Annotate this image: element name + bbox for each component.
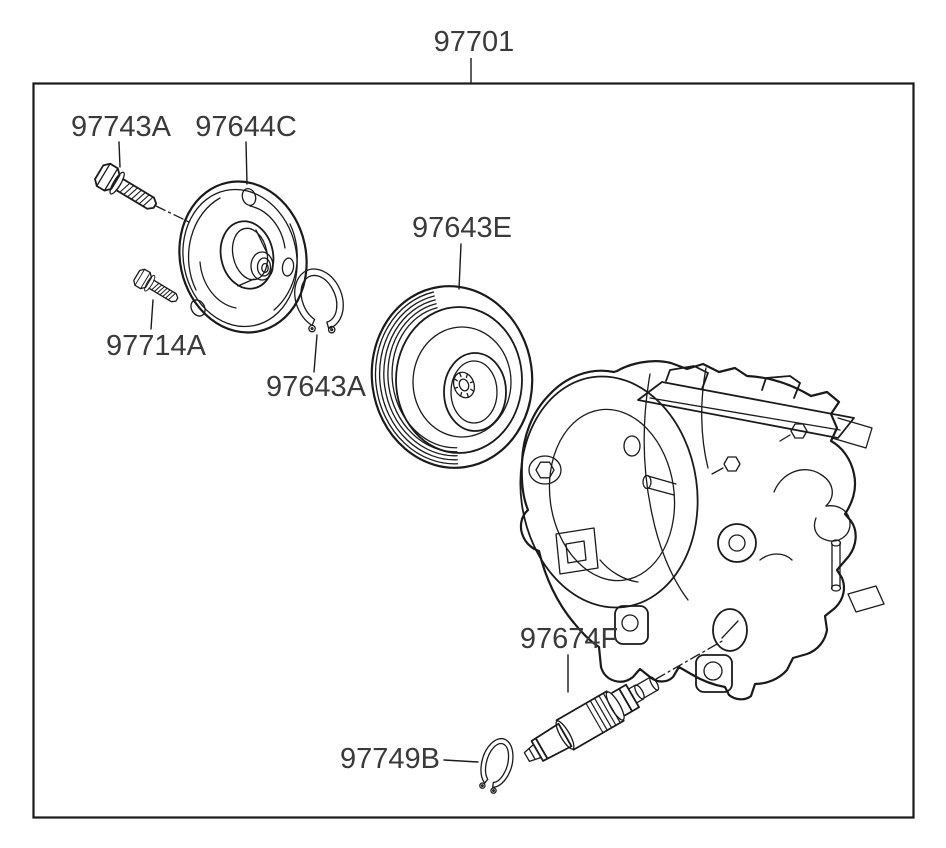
bolt-shaft xyxy=(115,178,158,210)
snap-ring-97749B-drawing xyxy=(479,737,514,794)
side-lug xyxy=(555,527,599,575)
front-housing-cavity xyxy=(548,408,676,582)
top-bracket-tab xyxy=(761,375,801,399)
label-assembly-97701[interactable]: 97701 xyxy=(434,26,515,58)
pulley-groove xyxy=(374,291,459,465)
disc-bolt-hole xyxy=(281,257,295,277)
bolt-head xyxy=(94,162,121,192)
pulley-bearing-bore xyxy=(443,352,507,432)
top-bracket-bar xyxy=(637,381,855,439)
bracket-hole xyxy=(623,435,641,457)
disc-slot xyxy=(187,197,221,291)
label-97674F[interactable]: 97674F xyxy=(520,623,618,655)
pulley-groove xyxy=(383,299,458,457)
disc-slot xyxy=(273,223,298,311)
bottom-lug xyxy=(614,605,733,693)
valve-ribs xyxy=(585,693,621,733)
bolt-head xyxy=(133,268,153,290)
leader-97643A xyxy=(313,334,318,373)
pulley-groove xyxy=(378,295,458,461)
disc-boss xyxy=(250,251,274,281)
label-97643A[interactable]: 97643A xyxy=(266,371,367,403)
body-boss xyxy=(717,523,757,563)
top-bracket-step xyxy=(831,417,873,449)
bolt-97743A-drawing xyxy=(94,162,158,210)
leader-97643E xyxy=(458,243,462,290)
top-bracket-tab xyxy=(665,365,709,390)
label-97714A[interactable]: 97714A xyxy=(106,330,207,362)
compressor-body-drawing xyxy=(519,360,885,701)
label-97743A[interactable]: 97743A xyxy=(71,111,172,143)
pulley-bearing-spline xyxy=(452,371,476,399)
valve-collar xyxy=(611,683,640,717)
suction-port xyxy=(712,608,748,652)
pulley-drawing xyxy=(370,285,534,469)
body-accent xyxy=(599,559,639,583)
disc-slot xyxy=(249,205,286,249)
guide-pin xyxy=(642,474,677,496)
valve-nose xyxy=(627,676,659,704)
bolt-flange xyxy=(109,171,125,195)
label-97644C[interactable]: 97644C xyxy=(195,111,297,143)
disc-slot xyxy=(199,261,237,309)
label-97643E[interactable]: 97643E xyxy=(412,212,512,244)
pulley-groove xyxy=(391,307,458,449)
assembly-axis-97743A xyxy=(155,205,190,223)
bracket-bolt xyxy=(711,423,808,475)
leader-97743A xyxy=(118,141,121,168)
body-accent xyxy=(759,553,793,561)
label-97749B[interactable]: 97749B xyxy=(340,743,440,775)
assembly-axis-97674F xyxy=(655,639,725,680)
snap-ring-97643A-drawing xyxy=(294,268,344,334)
valve-body xyxy=(555,690,625,751)
diagram-frame xyxy=(32,82,915,819)
front-mount-bolt xyxy=(528,455,562,485)
disc-bolt-hole xyxy=(241,188,257,206)
bolt-threads xyxy=(119,182,154,207)
snap-ring-eye xyxy=(490,787,497,794)
bolt-threads xyxy=(151,282,177,301)
clutch-disc-drawing xyxy=(178,180,308,334)
snap-ring-eye xyxy=(308,324,316,333)
valve-end-block xyxy=(530,722,573,762)
disc-hub xyxy=(219,220,275,290)
leader-97714A xyxy=(150,299,154,330)
bolt-flange xyxy=(144,274,156,292)
control-valve-drawing xyxy=(523,676,660,762)
disc-bolt-hole xyxy=(190,299,206,317)
pulley-rim-face xyxy=(395,306,523,454)
snap-ring-eye xyxy=(479,782,486,789)
rear-stud xyxy=(830,539,842,592)
rear-hook-rib xyxy=(773,469,833,507)
housing-seam xyxy=(643,373,689,601)
compressor-outline xyxy=(519,360,857,701)
bolt-97714A-drawing xyxy=(133,268,179,303)
pulley-face-recess xyxy=(412,326,512,438)
housing-seam xyxy=(701,367,709,469)
rear-hook-rib xyxy=(813,505,851,542)
snap-ring-eye xyxy=(327,325,336,334)
leader-97749B xyxy=(443,759,479,763)
leader-97644C xyxy=(245,141,248,185)
rear-fitting xyxy=(847,585,885,613)
